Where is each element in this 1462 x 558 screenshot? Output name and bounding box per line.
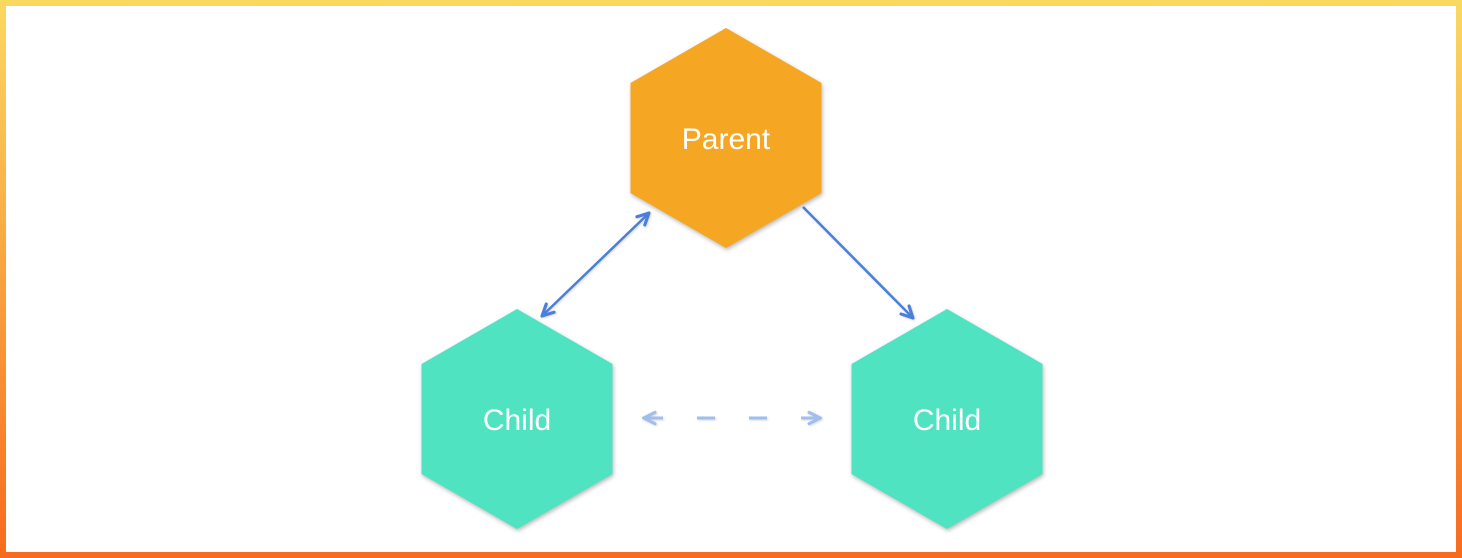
child-right-hexagon xyxy=(851,309,1043,529)
child-left-hexagon xyxy=(421,309,613,529)
parent-hexagon xyxy=(630,28,822,248)
edge-parent-child-right xyxy=(802,206,915,320)
edge-parent-child-left xyxy=(540,211,651,318)
parent-label: Parent xyxy=(682,123,771,156)
child-right-label: Child xyxy=(913,404,981,437)
node-child-right: Child xyxy=(851,309,1043,529)
node-parent: Parent xyxy=(630,28,822,248)
child-left-label: Child xyxy=(483,404,551,437)
node-child-left: Child xyxy=(421,309,613,529)
